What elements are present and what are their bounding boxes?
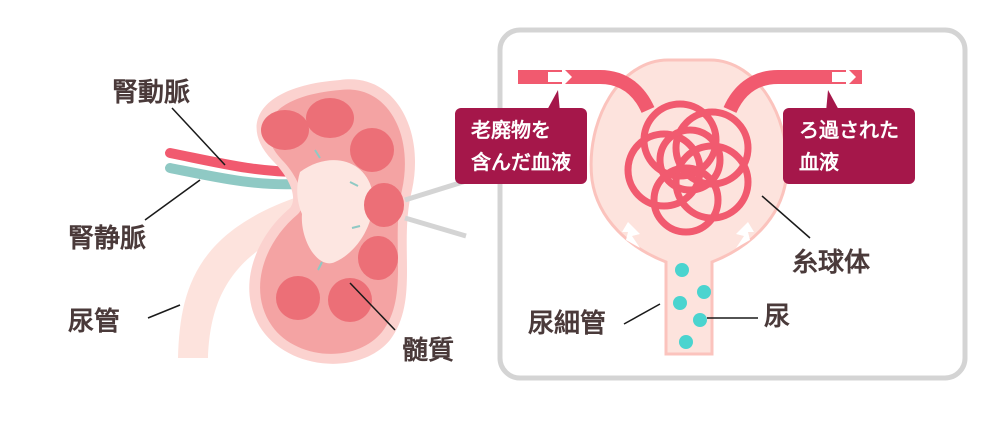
pyramid xyxy=(350,128,394,172)
label-renal-tubule: 尿細管 xyxy=(528,309,607,339)
pyramid xyxy=(261,110,309,150)
pyramid xyxy=(276,276,320,320)
glomerulus-tuft xyxy=(624,100,752,236)
label-medulla: 髄質 xyxy=(402,336,455,366)
pyramid xyxy=(328,278,372,322)
label-renal-vein: 腎静脈 xyxy=(68,224,147,254)
callout-in-pointer xyxy=(546,90,560,112)
callout-filtered-blood: ろ過された 血液 xyxy=(783,108,915,184)
pelvis-vessels xyxy=(314,149,361,271)
urine-dot xyxy=(675,263,689,277)
arrow-in xyxy=(548,67,572,87)
callout-out-pointer xyxy=(826,90,840,112)
arrow-down-right xyxy=(736,222,754,248)
efferent-arteriole xyxy=(723,70,862,114)
ureter xyxy=(178,196,316,358)
urine-dot xyxy=(673,296,687,310)
urine-dot xyxy=(679,335,693,349)
urine-dot xyxy=(693,313,707,327)
pyramid xyxy=(364,183,404,227)
callout-waste-blood: 老廃物を 含んだ血液 xyxy=(455,108,587,184)
callout-in-line1: 老廃物を xyxy=(471,118,551,142)
label-renal-artery: 腎動脈 xyxy=(112,78,191,108)
callout-out-line2: 血液 xyxy=(799,150,839,174)
arrow-down-left xyxy=(622,222,640,248)
urine-dots xyxy=(673,263,711,349)
label-ureter: 尿管 xyxy=(68,307,121,337)
zoom-connector xyxy=(404,178,467,239)
right-leaders xyxy=(623,195,811,325)
afferent-arteriole xyxy=(518,70,655,114)
urine-dot xyxy=(697,285,711,299)
flow-arrows xyxy=(548,67,856,248)
label-urine: 尿 xyxy=(764,302,791,332)
medulla-pyramids xyxy=(261,98,404,322)
pyramid xyxy=(358,236,398,280)
callout-out-line1: ろ過された xyxy=(799,118,899,142)
renal-pelvis xyxy=(297,160,374,264)
arrow-out xyxy=(832,67,856,87)
pyramid xyxy=(306,98,354,138)
left-leaders xyxy=(144,107,396,331)
label-glomerulus: 糸球体 xyxy=(792,248,871,278)
renal-vein xyxy=(165,163,305,190)
callout-in-line2: 含んだ血液 xyxy=(471,150,571,174)
